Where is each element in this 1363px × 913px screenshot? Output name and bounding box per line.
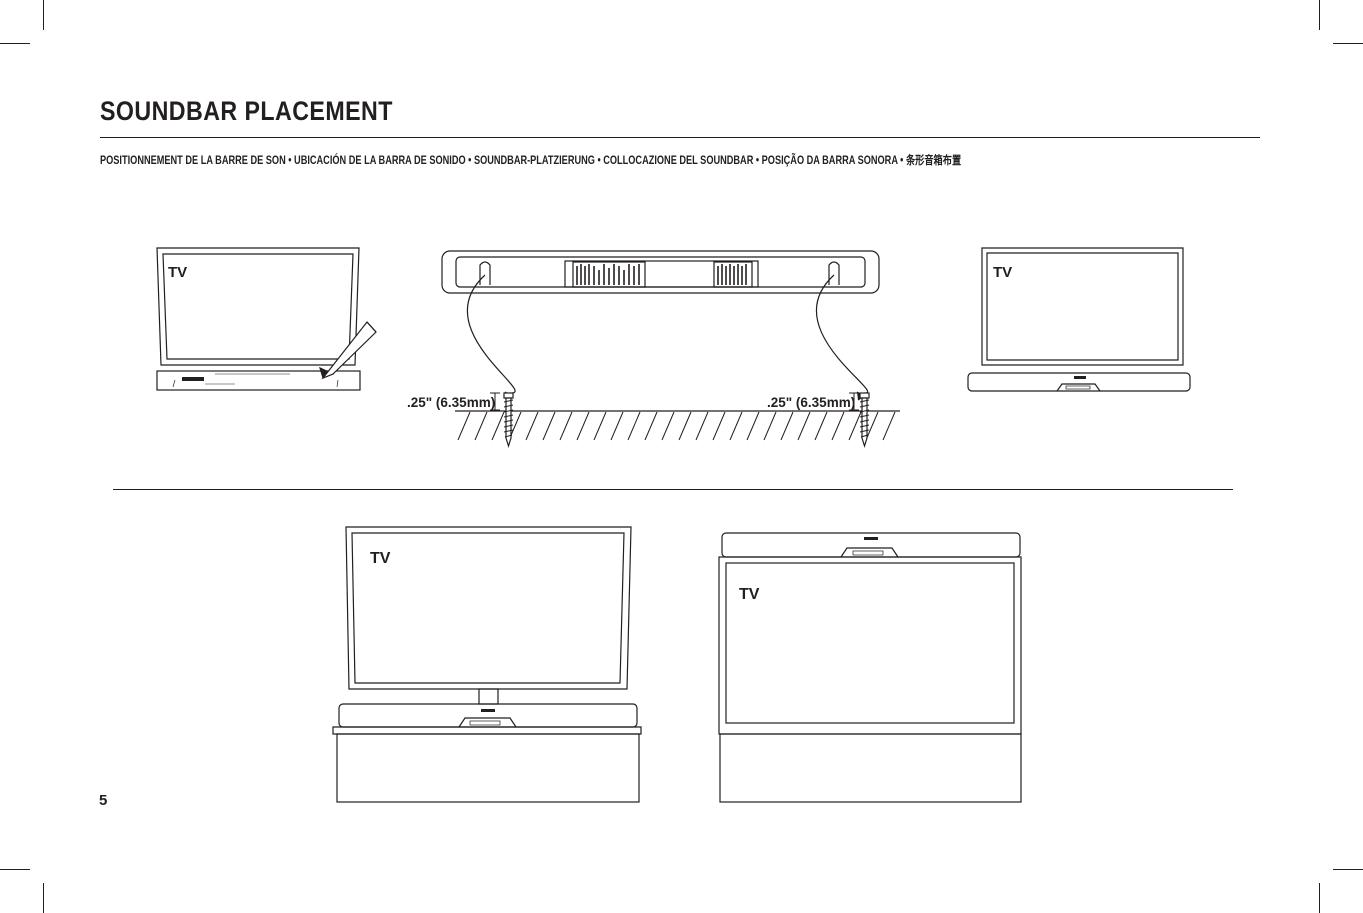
keyhole-slot-right [828, 261, 840, 285]
page-title: SOUNDBAR PLACEMENT [100, 96, 393, 126]
tv-label: TV [168, 264, 187, 281]
on-top-figure: TV [718, 532, 1022, 803]
title-divider [100, 137, 1260, 138]
tv-frame [718, 556, 1022, 735]
gap-label-right: .25" (6.35mm) [767, 395, 855, 410]
pencil-icon [319, 321, 377, 380]
klipsch-logo [481, 709, 495, 712]
section-divider [113, 489, 1233, 490]
tv-label: TV [739, 586, 760, 603]
template-figure: TV [156, 247, 377, 391]
table-figure: TV [332, 526, 642, 803]
soundbar-front [338, 703, 638, 728]
wall-mount-figure: .25" (6.35mm) .25" (6.35mm) [407, 250, 900, 449]
page-number: 5 [99, 792, 108, 809]
crop-mark [1319, 883, 1320, 913]
table [336, 733, 640, 803]
wall-tv-figure: TV [967, 247, 1191, 392]
tv-label: TV [370, 550, 391, 567]
crop-mark [1319, 0, 1320, 30]
soundbar-front [721, 532, 1021, 558]
soundbar-back [441, 250, 880, 294]
keyhole-slot-left [479, 261, 491, 285]
soundbar-front [967, 372, 1191, 392]
crop-mark [0, 43, 30, 44]
mounting-template [156, 370, 361, 391]
screw-right [859, 392, 870, 449]
wall-hatching [457, 411, 896, 441]
page-subtitle: POSITIONNEMENT DE LA BARRE DE SON • UBIC… [100, 155, 962, 167]
crop-mark [43, 883, 44, 913]
crop-mark [1333, 869, 1363, 870]
tv-stand [478, 688, 499, 705]
screw-left [503, 392, 514, 449]
cabinet [719, 733, 1022, 803]
tv-label: TV [993, 264, 1012, 281]
klipsch-logo [182, 377, 204, 381]
crop-mark [0, 869, 30, 870]
gap-label-left: .25" (6.35mm) [407, 395, 495, 410]
crop-mark [1333, 43, 1363, 44]
klipsch-logo [1074, 376, 1086, 379]
klipsch-logo [864, 537, 878, 540]
crop-mark [43, 0, 44, 30]
